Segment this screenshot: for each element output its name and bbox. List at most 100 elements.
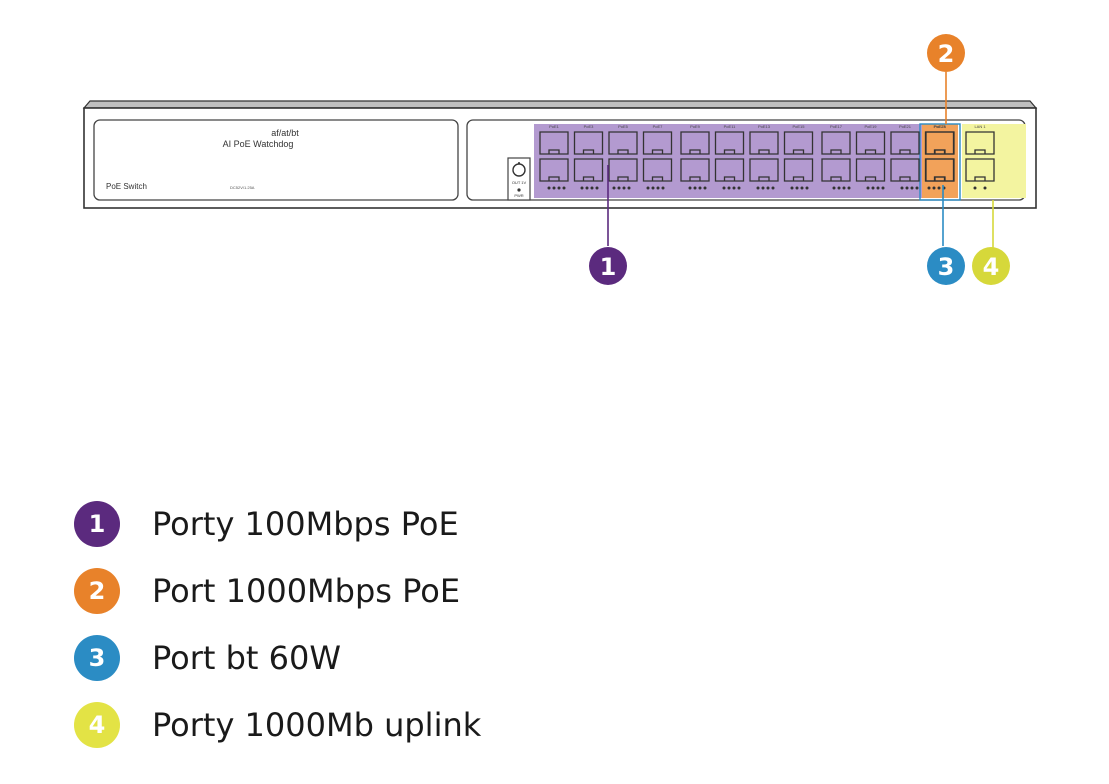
poe-port-8 — [642, 158, 673, 182]
zone-100mbps-poe — [534, 124, 922, 198]
switch-diagram: af/at/bt AI PoE Watchdog PoE Switch DC52… — [82, 34, 1038, 285]
uplink-port-label: LAN 1 — [974, 124, 986, 129]
poe-port-20 — [855, 158, 886, 182]
status-led — [737, 186, 741, 190]
callout-badge-2: 2 — [927, 34, 965, 72]
poe-port-1 — [539, 131, 569, 155]
status-led — [837, 186, 841, 190]
poe-port-14 — [749, 158, 779, 182]
legend-item-1: 1 Porty 100Mbps PoE — [74, 490, 481, 557]
zone-1000mbps-poe — [922, 124, 958, 198]
poe-port-7 — [642, 131, 673, 155]
legend-item-4: 4 Porty 1000Mb uplink — [74, 691, 481, 758]
status-led — [722, 186, 726, 190]
poe-port-6 — [608, 158, 638, 182]
status-led — [795, 186, 799, 190]
status-led — [612, 186, 616, 190]
poe-port-4 — [573, 158, 604, 182]
label-panel — [93, 119, 459, 201]
gigabit-port-label: PoE25 — [934, 124, 947, 129]
gigabit-poe-port-1 — [925, 131, 955, 155]
status-led — [771, 186, 775, 190]
poe-port-17 — [821, 131, 851, 155]
status-led — [732, 186, 736, 190]
poe-port-9 — [680, 131, 710, 155]
legend-text-1: Porty 100Mbps PoE — [152, 504, 459, 543]
status-led — [552, 186, 556, 190]
poe-port-label: PoE1 — [549, 124, 560, 129]
status-led — [866, 186, 870, 190]
status-led — [983, 186, 987, 190]
status-led — [876, 186, 880, 190]
status-led — [557, 186, 561, 190]
legend-text-4: Porty 1000Mb uplink — [152, 705, 482, 744]
status-led — [937, 186, 941, 190]
uplink-port-2 — [965, 158, 995, 182]
legend-text-3: Port bt 60W — [152, 638, 341, 677]
poe-port-22 — [890, 158, 920, 182]
status-led — [617, 186, 621, 190]
legend-text-2: Port 1000Mbps PoE — [152, 571, 461, 610]
legend-badge-3: 3 — [74, 634, 120, 681]
status-led — [622, 186, 626, 190]
zone-bt-60w-outline — [919, 123, 961, 201]
poe-port-label: PoE15 — [792, 124, 805, 129]
status-led — [547, 186, 551, 190]
poe-port-10 — [680, 158, 710, 182]
status-led — [661, 186, 665, 190]
status-led — [580, 186, 584, 190]
poe-port-3 — [573, 131, 604, 155]
legend: 1 Porty 100Mbps PoE 2 Port 1000Mbps PoE … — [74, 490, 481, 758]
status-led — [595, 186, 599, 190]
reset-button: OUT 1V PWR — [507, 157, 531, 201]
svg-text:3: 3 — [938, 253, 955, 281]
poe-port-label: PoE21 — [899, 124, 912, 129]
status-led — [900, 186, 904, 190]
model-line1: af/at/bt — [271, 128, 299, 138]
status-led — [905, 186, 909, 190]
poe-port-2 — [539, 158, 569, 182]
button-top-label: OUT 1V — [512, 180, 527, 185]
status-led — [693, 186, 697, 190]
status-led — [590, 186, 594, 190]
legend-badge-2: 2 — [74, 567, 120, 614]
poe-port-19 — [855, 131, 886, 155]
status-led — [766, 186, 770, 190]
status-led — [973, 186, 977, 190]
button-bottom-label: PWR — [514, 193, 523, 198]
poe-port-label: PoE9 — [690, 124, 701, 129]
status-led — [832, 186, 836, 190]
poe-port-label: PoE7 — [653, 124, 664, 129]
status-led — [703, 186, 707, 190]
status-led — [932, 186, 936, 190]
status-led — [761, 186, 765, 190]
status-led — [927, 186, 931, 190]
gigabit-poe-port-2 — [925, 158, 955, 182]
model-line2: AI PoE Watchdog — [223, 139, 294, 149]
status-led — [585, 186, 589, 190]
legend-item-3: 3 Port bt 60W — [74, 624, 481, 691]
status-led — [871, 186, 875, 190]
poe-port-11 — [714, 131, 745, 155]
status-led — [562, 186, 566, 190]
callout-badge-3: 3 — [927, 247, 965, 285]
status-led — [698, 186, 702, 190]
status-led — [910, 186, 914, 190]
poe-port-label: PoE17 — [830, 124, 843, 129]
legend-item-2: 2 Port 1000Mbps PoE — [74, 557, 481, 624]
svg-text:4: 4 — [983, 253, 1000, 281]
legend-badge-1: 1 — [74, 500, 120, 547]
poe-port-13 — [749, 131, 779, 155]
poe-port-5 — [608, 131, 638, 155]
poe-port-label: PoE5 — [618, 124, 629, 129]
poe-port-label: PoE3 — [584, 124, 595, 129]
status-led — [790, 186, 794, 190]
status-led — [651, 186, 655, 190]
uplink-port-1 — [965, 131, 995, 155]
callout-badge-1: 1 — [589, 247, 627, 285]
power-spec-label: DC52V/1.25A — [230, 185, 255, 190]
poe-port-label: PoE19 — [864, 124, 877, 129]
status-led — [627, 186, 631, 190]
status-led — [688, 186, 692, 190]
status-led — [646, 186, 650, 190]
